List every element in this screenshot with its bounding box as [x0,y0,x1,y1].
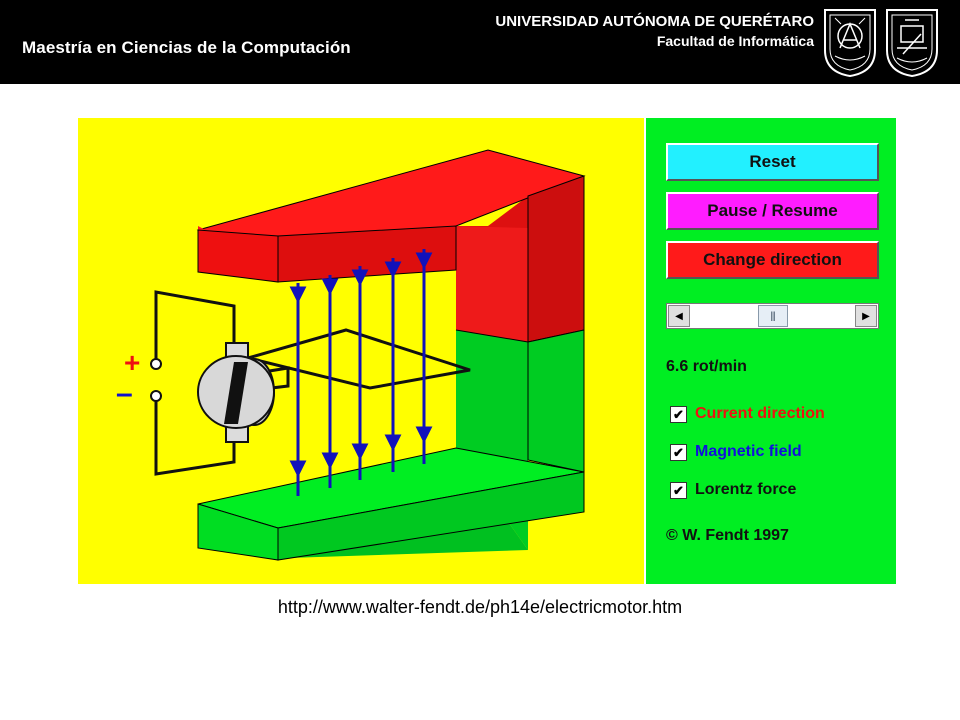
motor-scene: + – [78,118,644,584]
magnetic-field-label: Magnetic field [695,443,802,460]
current-direction-checkbox[interactable]: ✔ [670,405,687,423]
electric-motor-applet: + – Reset Pause / Resume Change directio… [78,118,896,584]
reset-button[interactable]: Reset [666,143,879,181]
scroll-right-arrow-icon[interactable]: ▶ [855,305,877,327]
current-direction-label: Current direction [695,405,825,422]
scroll-thumb[interactable]: ||| [757,305,788,327]
magnetic-field-checkbox[interactable]: ✔ [670,443,687,461]
magnetic-field-lines [289,249,433,496]
pause-resume-button[interactable]: Pause / Resume [666,192,879,230]
lorentz-force-checkbox[interactable]: ✔ [670,481,687,499]
north-pole-magnet [196,149,586,343]
speed-readout: 6.6 rot/min [666,358,747,375]
control-panel: Reset Pause / Resume Change direction ◀ … [644,118,896,584]
scroll-left-arrow-icon[interactable]: ◀ [668,305,690,327]
commutator [197,342,275,443]
change-direction-button[interactable]: Change direction [666,241,879,279]
south-pole-magnet [197,329,585,561]
terminals: + – [116,347,162,410]
university-name: UNIVERSIDAD AUTÓNOMA DE QUERÉTARO [495,13,814,30]
circuit-wires [154,290,236,476]
university-seal-logo [824,9,876,78]
magnetic-field-toggle[interactable]: ✔ Magnetic field [670,441,802,463]
faculty-name: Facultad de Informática [656,33,814,49]
lorentz-force-label: Lorentz force [695,481,797,498]
faculty-seal-logo [886,9,938,78]
current-direction-toggle[interactable]: ✔ Current direction [670,403,825,425]
source-url: http://www.walter-fendt.de/ph14e/electri… [277,597,683,617]
slide-header: Maestría en Ciencias de la Computación U… [0,0,960,84]
positive-terminal-label: + [124,347,140,378]
program-title: Maestría en Ciencias de la Computación [22,38,351,57]
speed-scrollbar[interactable]: ◀ ||| ▶ [666,303,879,329]
lorentz-force-toggle[interactable]: ✔ Lorentz force [670,479,796,501]
negative-terminal-label: – [116,377,133,410]
copyright-text: © W. Fendt 1997 [666,527,789,544]
